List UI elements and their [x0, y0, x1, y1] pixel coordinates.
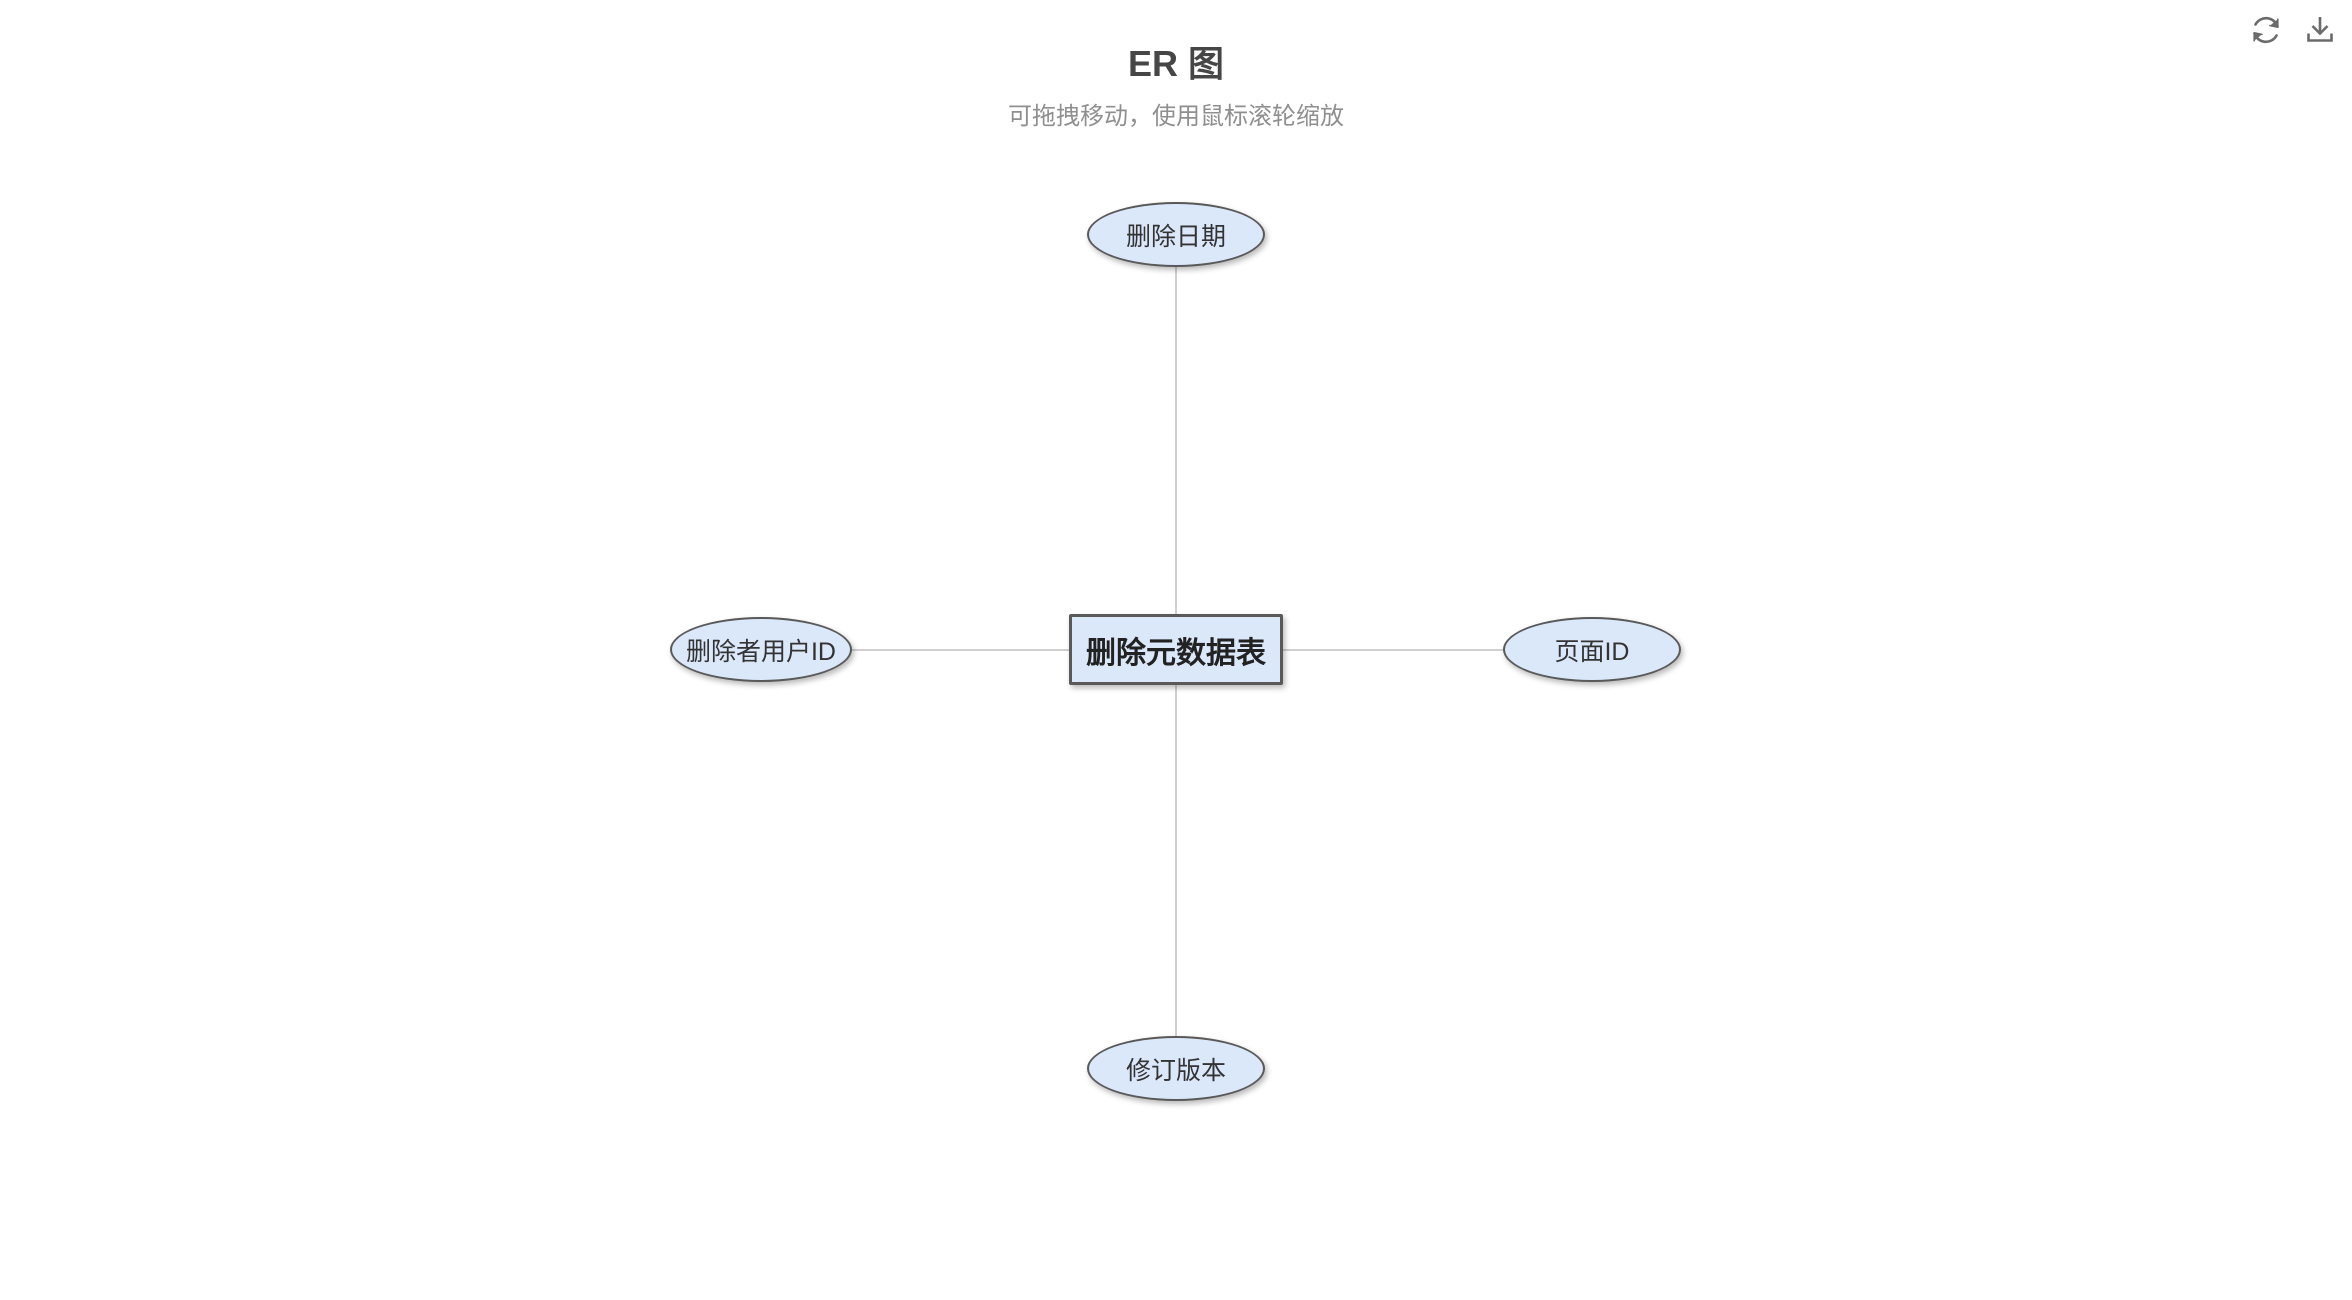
restore-button[interactable]	[2248, 12, 2284, 48]
attribute-node-deleter-user-id[interactable]: 删除者用户ID	[670, 617, 852, 682]
attribute-node-revision[interactable]: 修订版本	[1087, 1036, 1265, 1101]
download-icon	[2302, 12, 2338, 48]
download-button[interactable]	[2302, 12, 2338, 48]
attribute-node-page-id[interactable]: 页面ID	[1503, 617, 1681, 682]
entity-label: 删除元数据表	[1086, 636, 1266, 670]
attribute-node-delete-date[interactable]: 删除日期	[1087, 202, 1265, 267]
attribute-label: 页面ID	[1554, 637, 1630, 666]
attribute-label: 删除者用户ID	[685, 637, 836, 666]
toolbox	[2248, 12, 2338, 48]
attribute-label: 修订版本	[1125, 1056, 1226, 1085]
entity-node[interactable]: 删除元数据表	[1069, 614, 1283, 685]
attribute-label: 删除日期	[1125, 222, 1226, 251]
refresh-icon	[2248, 12, 2284, 48]
